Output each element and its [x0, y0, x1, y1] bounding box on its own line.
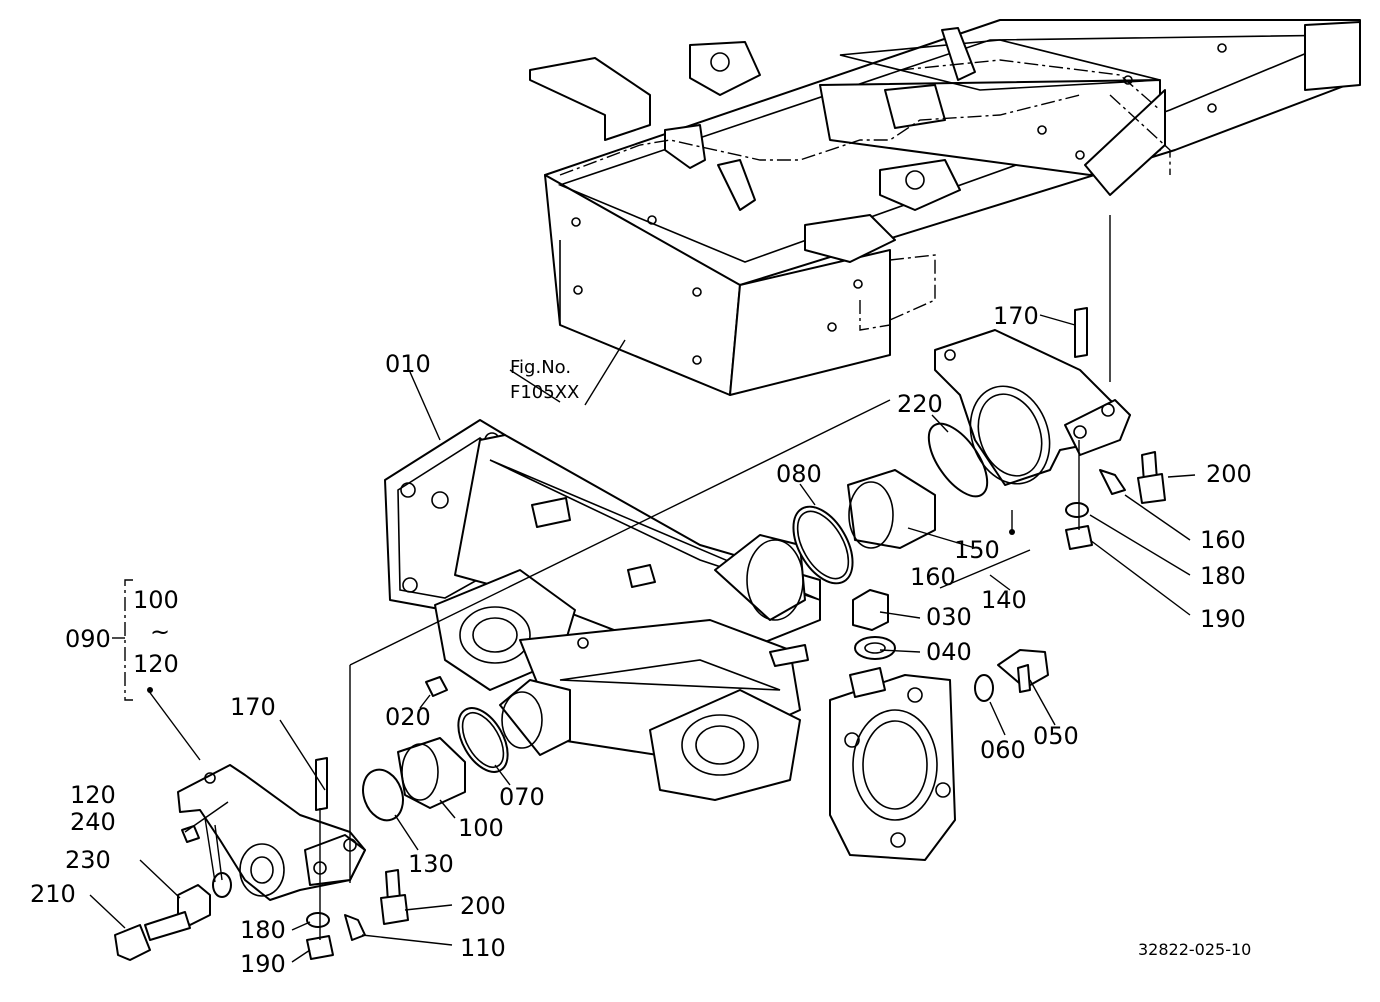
left-support-bracket [114, 665, 409, 961]
frame-assembly [529, 19, 1361, 396]
right-support-bracket [934, 215, 1166, 550]
callout-labels: Fig.No. F105XX 010 080 220 170 200 160 1… [30, 302, 1252, 978]
callout-190-left: 190 [240, 950, 286, 978]
figure-ref-line2: F105XX [510, 382, 579, 403]
plug-and-bolt-parts [425, 589, 1049, 702]
callout-130: 130 [408, 850, 454, 878]
drawing-code: 32822-025-10 [1138, 940, 1251, 959]
callout-010: 010 [385, 350, 431, 378]
callout-110: 110 [460, 934, 506, 962]
callout-020: 020 [385, 703, 431, 731]
callout-080: 080 [776, 460, 822, 488]
callout-200-left: 200 [460, 892, 506, 920]
callout-190-right: 190 [1200, 605, 1246, 633]
callout-210: 210 [30, 880, 76, 908]
callout-050: 050 [1033, 722, 1079, 750]
seals-and-bushings [362, 422, 989, 822]
front-axle-housing [384, 419, 956, 861]
callout-140: 140 [981, 586, 1027, 614]
callout-060: 060 [980, 736, 1026, 764]
callout-170-left: 170 [230, 693, 276, 721]
callout-180-right: 180 [1200, 562, 1246, 590]
range-from: 100 [133, 586, 179, 614]
callout-100-lower: 100 [458, 814, 504, 842]
callout-030: 030 [926, 603, 972, 631]
callout-220: 220 [897, 390, 943, 418]
callout-120: 120 [70, 781, 116, 809]
callout-160-center: 160 [910, 563, 956, 591]
callout-150: 150 [954, 536, 1000, 564]
callout-240: 240 [70, 808, 116, 836]
callout-160-right: 160 [1200, 526, 1246, 554]
range-tilde: ~ [150, 618, 170, 646]
range-bracket [112, 529, 1015, 701]
callout-230: 230 [65, 846, 111, 874]
callout-180-left: 180 [240, 916, 286, 944]
callout-040: 040 [926, 638, 972, 666]
callout-170-right: 170 [993, 302, 1039, 330]
callout-200-right: 200 [1206, 460, 1252, 488]
range-to: 120 [133, 650, 179, 678]
figure-ref-line1: Fig.No. [510, 357, 571, 378]
callout-090: 090 [65, 625, 111, 653]
callout-070: 070 [499, 783, 545, 811]
leader-lines [89, 314, 1196, 963]
